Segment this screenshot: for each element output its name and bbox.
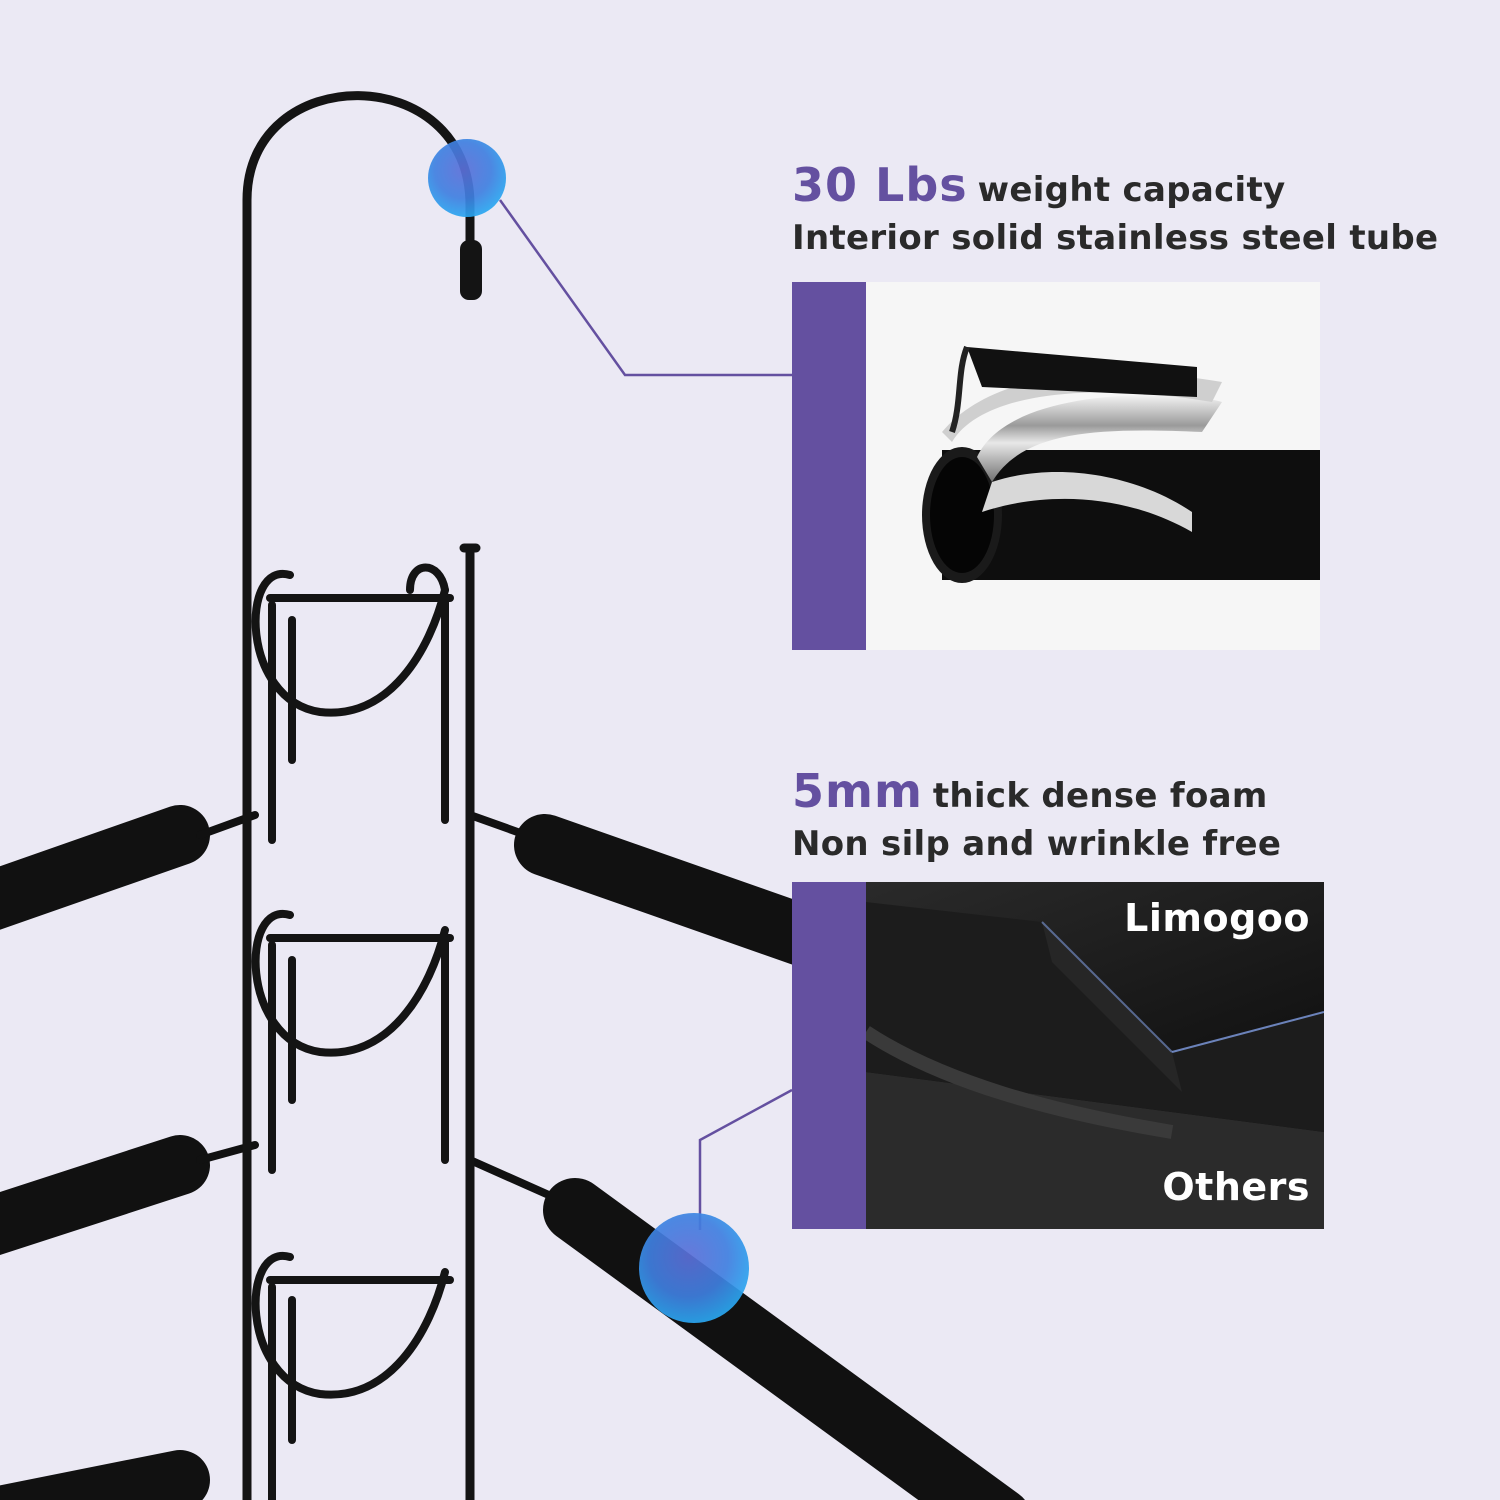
capacity-accent: 30 Lbs bbox=[792, 158, 968, 212]
foam-bars bbox=[0, 805, 1025, 1500]
foam-accent: 5mm bbox=[792, 764, 923, 818]
brand-label: Limogoo bbox=[1124, 896, 1310, 940]
steel-tube-panel bbox=[792, 282, 1320, 650]
foam-text: thick dense foam bbox=[932, 776, 1268, 816]
highlight-dot-icon bbox=[639, 1213, 749, 1323]
others-label: Others bbox=[1162, 1165, 1310, 1209]
capacity-subtitle: Interior solid stainless steel tube bbox=[792, 218, 1439, 258]
highlight-dot-icon bbox=[428, 139, 506, 217]
foam-comparison-panel: Limogoo Others bbox=[792, 882, 1324, 1229]
panel-accent-bar bbox=[792, 282, 866, 650]
capacity-text: weight capacity bbox=[977, 170, 1286, 210]
steel-tube-cutaway bbox=[866, 282, 1320, 650]
foam-comparison bbox=[792, 882, 1324, 1229]
foam-subtitle: Non silp and wrinkle free bbox=[792, 824, 1282, 864]
panel-accent-bar bbox=[792, 882, 866, 1229]
